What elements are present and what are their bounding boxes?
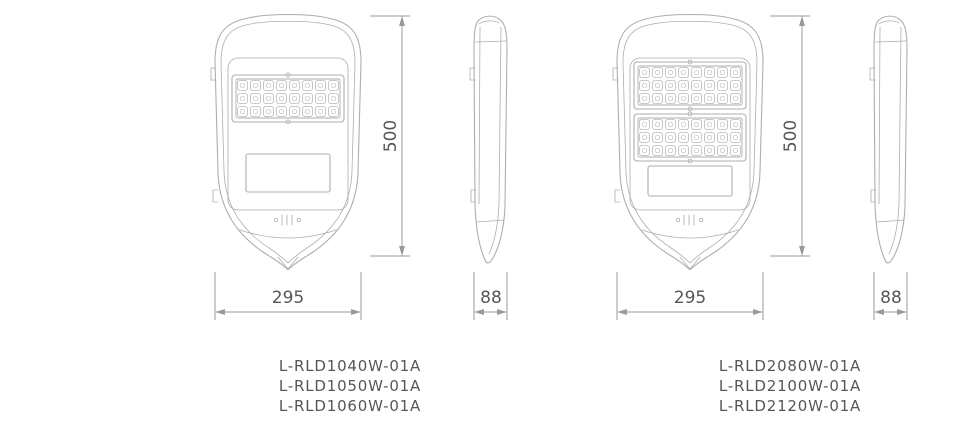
model-number: L-RLD2120W-01A (719, 397, 861, 415)
lamp-profile-outline (869, 15, 908, 264)
model-number: L-RLD1050W-01A (279, 377, 421, 395)
left-side-view (469, 15, 508, 264)
right-width-dimension: 295 (616, 272, 764, 320)
right-height-label: 500 (781, 120, 801, 152)
right-model-list: L-RLD2080W-01A L-RLD2100W-01A L-RLD2120W… (719, 357, 861, 415)
left-width-dimension: 295 (214, 272, 362, 320)
right-width-label: 295 (674, 288, 706, 308)
led-module-upper (633, 59, 747, 112)
left-depth-label: 88 (480, 288, 502, 308)
model-number: L-RLD2100W-01A (719, 377, 861, 395)
right-front-view (612, 13, 764, 271)
left-front-view (210, 13, 362, 271)
right-depth-dimension: 88 (873, 272, 908, 320)
left-height-label: 500 (381, 120, 401, 152)
right-side-view (869, 15, 908, 264)
model-number: L-RLD2080W-01A (719, 357, 861, 375)
led-module (231, 72, 345, 125)
left-depth-dimension: 88 (473, 272, 508, 320)
driver-compartment (647, 165, 733, 197)
left-model-list: L-RLD1040W-01A L-RLD1050W-01A L-RLD1060W… (279, 357, 421, 415)
led-module-lower (633, 111, 747, 164)
model-number: L-RLD1040W-01A (279, 357, 421, 375)
lamp-housing-outline (210, 13, 362, 271)
left-height-dimension: 500 (370, 15, 410, 257)
right-height-dimension: 500 (770, 15, 810, 257)
left-width-label: 295 (272, 288, 304, 308)
right-depth-label: 88 (880, 288, 902, 308)
driver-compartment (245, 153, 331, 193)
lamp-profile-outline (469, 15, 508, 264)
model-number: L-RLD1060W-01A (279, 397, 421, 415)
